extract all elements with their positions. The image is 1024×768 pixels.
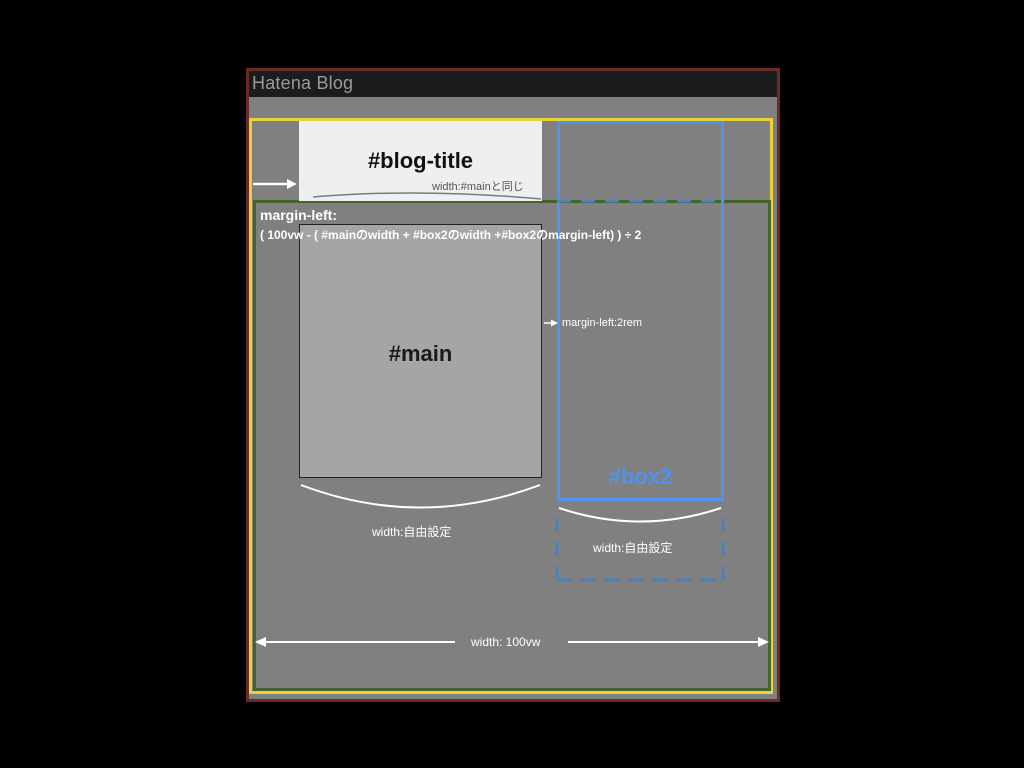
box2-dashed-outline	[555, 199, 725, 582]
window-title: Hatena Blog	[252, 73, 354, 93]
main-width-brace	[300, 484, 541, 509]
box2-margin-note: margin-left:2rem	[562, 317, 643, 329]
main-width-note: width:自由設定	[372, 525, 452, 539]
margin-left-label: margin-left:	[260, 207, 337, 223]
main-label: #main	[388, 341, 453, 366]
blog-title-width-note: width:#mainと同じ	[432, 181, 524, 193]
box2-width-note: width:自由設定	[593, 541, 673, 555]
viewport-width-note: width: 100vw	[471, 635, 541, 649]
viewport-outline	[253, 200, 771, 691]
blog-title-brace	[312, 192, 542, 200]
margin-left-formula: ( 100vw - ( #mainのwidth + #box2のwidth +#…	[260, 228, 642, 242]
main-box	[299, 224, 542, 478]
container-outline	[249, 118, 773, 694]
window-titlebar	[249, 71, 777, 97]
margin-arrow-icon	[253, 179, 297, 189]
box2-margin-arrow-icon	[544, 319, 558, 327]
blog-title-box	[299, 121, 542, 201]
box2-width-brace	[558, 507, 722, 523]
blog-title-label: #blog-title	[367, 148, 474, 173]
viewport-width-arrow-icon	[255, 637, 769, 647]
box2-label: #box2	[608, 464, 673, 489]
box2-box	[557, 121, 724, 501]
